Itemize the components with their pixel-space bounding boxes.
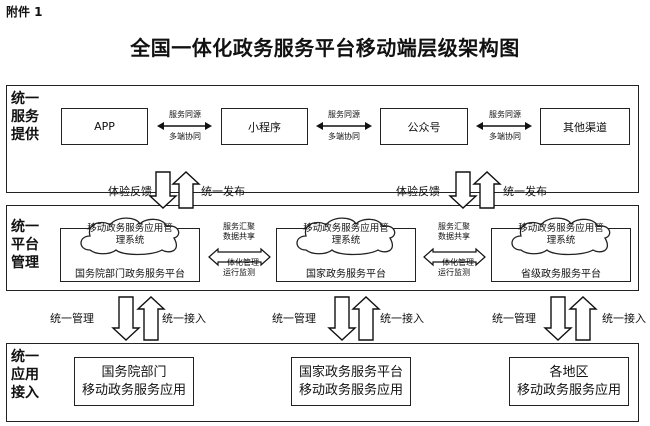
service-layer (6, 85, 639, 193)
channel-arrow-2-head-left (316, 122, 323, 130)
channel-mini-program: 小程序 (221, 108, 308, 145)
release-label-right: 统一发布 (503, 185, 547, 198)
release-arrow-left (171, 171, 201, 209)
service-layer-label: 统一 服务 提供 (11, 91, 39, 143)
join-label-2: 统一接入 (380, 312, 424, 325)
cloud-label-national: 移动政务服务应用管理系统 (303, 223, 389, 246)
join-arrow-1 (136, 296, 166, 341)
platform-name-provincial: 省级政务服务平台 (521, 269, 601, 280)
manage-label-3: 统一管理 (492, 312, 536, 325)
cloud-shape-provincial (511, 217, 611, 256)
app-regional: 各地区 移动政务服务应用 (509, 357, 629, 406)
feedback-arrow-left (148, 171, 178, 209)
app-regional-line2: 移动政务服务应用 (516, 382, 621, 398)
release-arrow-right (472, 171, 502, 209)
manage-label-2: 统一管理 (272, 312, 316, 325)
platform-arrow-left (208, 247, 271, 267)
app-national: 国家政务服务平台 移动政务服务应用 (291, 357, 411, 406)
cloud-label-state-council: 移动政务服务应用管理系统 (87, 223, 173, 246)
channel-official-account-label: 公众号 (407, 120, 441, 134)
app-layer (6, 343, 639, 422)
app-state-council-line2: 移动政务服务应用 (81, 382, 186, 398)
feedback-arrow-right (448, 171, 478, 209)
manage-arrow-1 (111, 296, 141, 341)
channel-other-label: 其他渠道 (563, 120, 607, 134)
platform-layer (6, 205, 639, 291)
channel-arrow-2-head-right (365, 122, 372, 130)
channel-app-label: APP (94, 120, 115, 133)
channel-link-2: 服务同源 多端协同 (328, 110, 360, 141)
manage-arrow-3 (543, 296, 573, 341)
manage-arrow-2 (327, 296, 357, 341)
feedback-label-right: 体验反馈 (396, 185, 440, 198)
cloud-label-provincial: 移动政务服务应用管理系统 (518, 223, 604, 246)
app-state-council: 国务院部门 移动政务服务应用 (74, 357, 194, 406)
channel-link-3: 服务同源 多端协同 (489, 110, 521, 141)
cloud-shape-state-council (80, 217, 180, 256)
app-regional-line1: 各地区 (549, 364, 589, 380)
channel-arrow-1-head-right (205, 122, 212, 130)
channel-other: 其他渠道 (540, 108, 630, 145)
diagram-title: 全国一体化政务服务平台移动端层级架构图 (130, 36, 520, 60)
join-arrow-2 (351, 296, 381, 341)
app-national-line2: 移动政务服务应用 (298, 382, 403, 398)
cloud-shape-national (296, 217, 396, 256)
channel-mini-program-label: 小程序 (248, 120, 281, 134)
app-state-council-line1: 国务院部门 (101, 364, 167, 380)
platform-layer-label: 统一 平台 管理 (11, 219, 39, 271)
attachment-label: 附件 1 (6, 5, 43, 19)
platform-link-right: 服务汇聚 数据共享 一体化管理 运行监测 (434, 222, 474, 277)
channel-arrow-1-head-left (157, 122, 164, 130)
platform-link-left: 服务汇聚 数据共享 一体化管理 运行监测 (219, 222, 259, 277)
release-label-left: 统一发布 (201, 185, 245, 198)
channel-app: APP (61, 108, 148, 145)
join-arrow-3 (568, 296, 598, 341)
channel-official-account: 公众号 (380, 108, 468, 145)
channel-arrow-3-head-right (525, 122, 532, 130)
channel-link-1: 服务同源 多端协同 (169, 110, 201, 141)
app-layer-label: 统一 应用 接入 (11, 349, 39, 401)
manage-label-1: 统一管理 (50, 312, 94, 325)
app-national-line1: 国家政务服务平台 (298, 364, 403, 380)
platform-name-state-council: 国务院部门政务服务平台 (75, 269, 185, 280)
channel-arrow-3-head-left (476, 122, 483, 130)
join-label-3: 统一接入 (602, 312, 646, 325)
feedback-label-left: 体验反馈 (108, 185, 152, 198)
join-label-1: 统一接入 (162, 312, 206, 325)
platform-name-national: 国家政务服务平台 (306, 269, 386, 280)
platform-arrow-right (423, 247, 486, 267)
